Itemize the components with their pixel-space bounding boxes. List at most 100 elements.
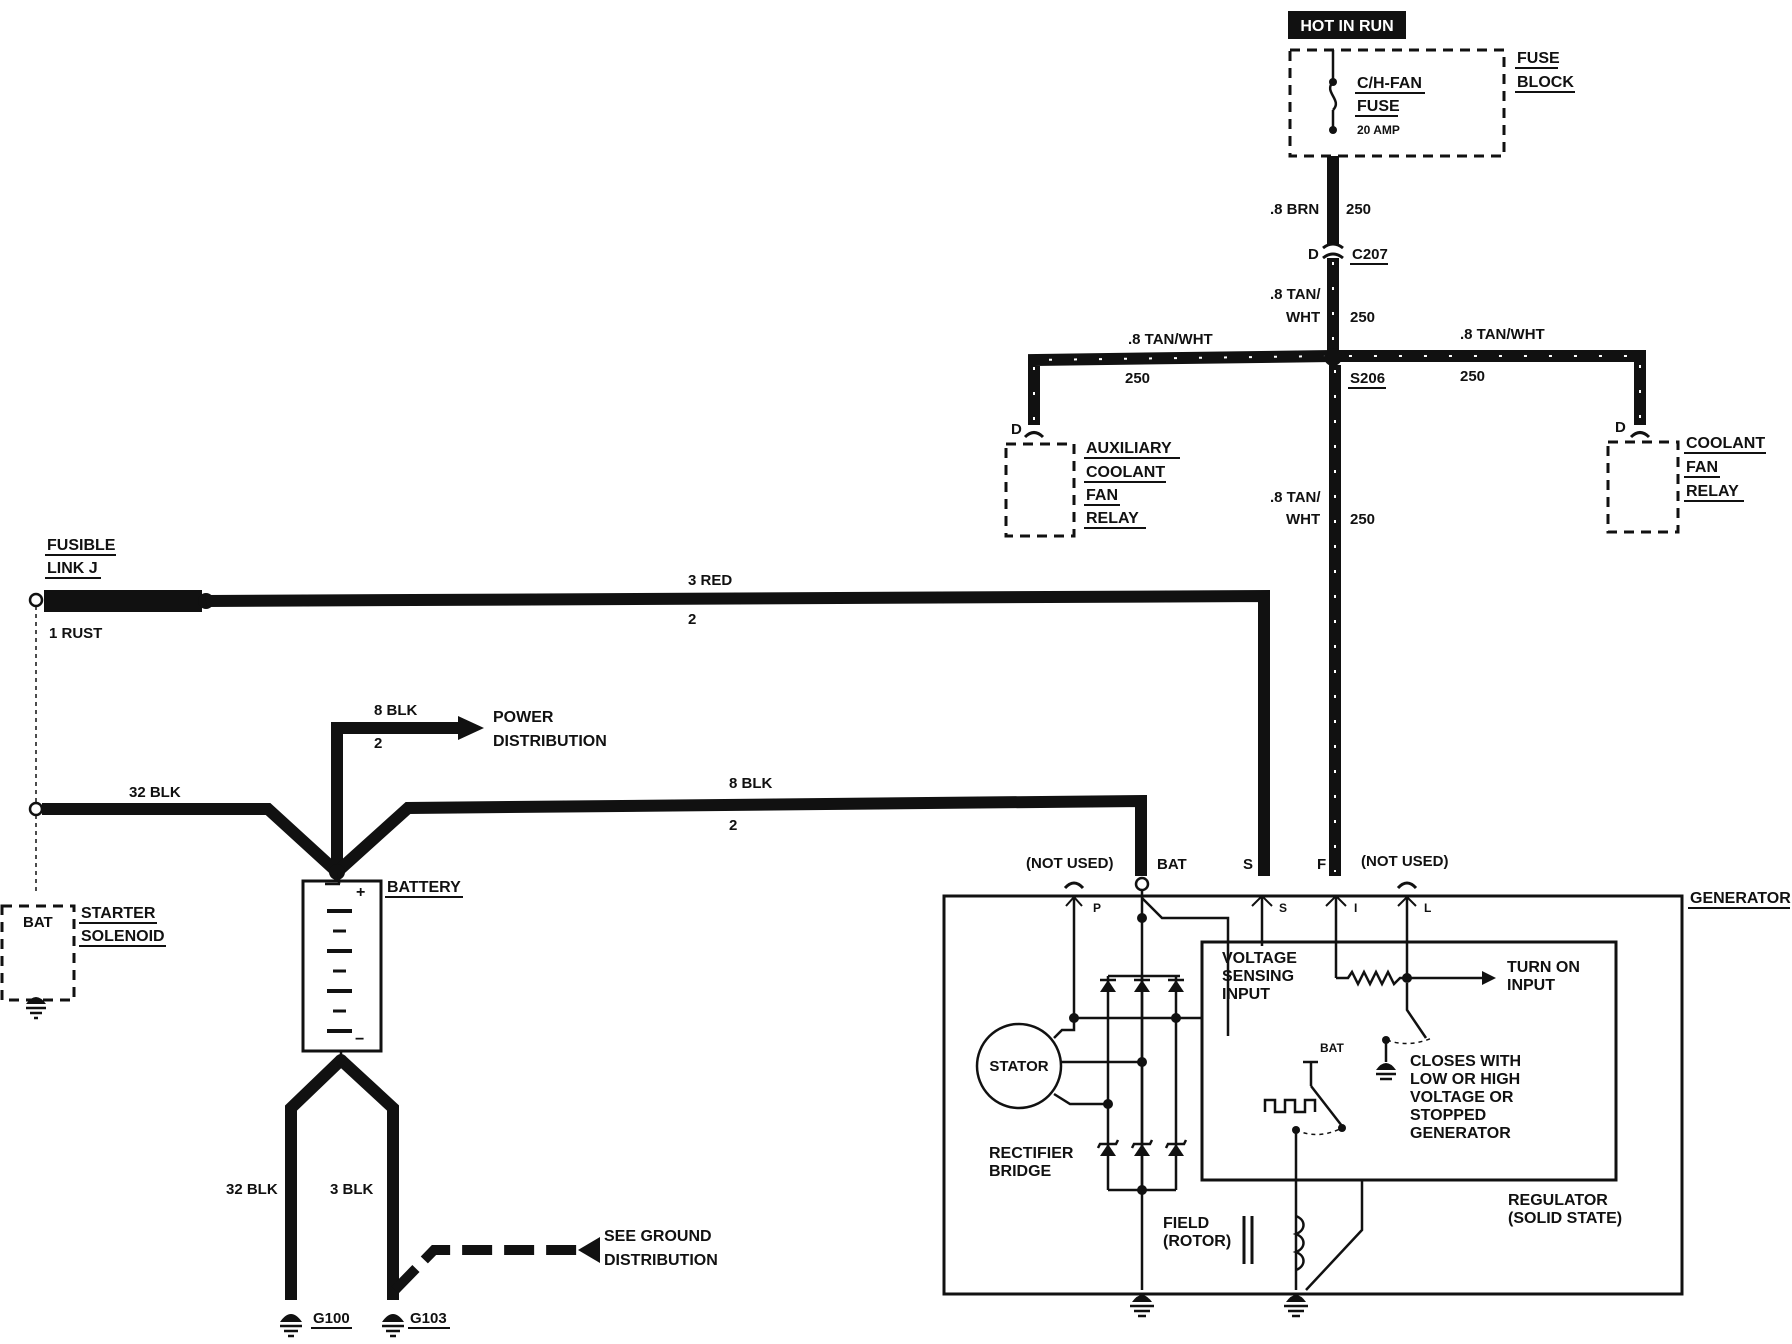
regulator-box (1200, 940, 1618, 1182)
closes-4: STOPPED (1410, 1107, 1486, 1124)
battery: + − BATTERY (301, 872, 463, 1053)
rectifier-bridge-icon (1069, 913, 1188, 1195)
generator-label: GENERATOR (1690, 890, 1791, 907)
aux-relay-3: FAN (1086, 487, 1118, 504)
wire-8blk-top: 8 BLK (374, 702, 418, 719)
wire-3blk: 3 BLK (330, 1181, 374, 1198)
aux-relay-1: AUXILIARY (1086, 440, 1172, 457)
terminal-p (1063, 881, 1085, 890)
wire-tan-2b: WHT (1286, 511, 1320, 528)
rectifier-label-1: RECTIFIER (989, 1145, 1074, 1162)
fuse-amp: 20 AMP (1357, 123, 1400, 137)
terminal-bat (1134, 876, 1150, 892)
closes-2: LOW OR HIGH (1410, 1071, 1520, 1088)
wire-8blk-mid: 8 BLK (729, 775, 773, 792)
fusible-label-1: FUSIBLE (47, 537, 116, 554)
red-wire-3 (205, 589, 1270, 876)
term-s-label: S (1243, 856, 1253, 873)
rotor-coil-icon (1292, 1214, 1305, 1272)
cool-relay-2: FAN (1686, 459, 1718, 476)
term-bat-label: BAT (1157, 856, 1187, 873)
pin-i: I (1354, 901, 1357, 915)
voltage-sensing-3: INPUT (1222, 986, 1270, 1003)
generator-ground-1 (1130, 1295, 1154, 1318)
g100-label: G100 (313, 1310, 350, 1327)
reg-bat-label: BAT (1320, 1041, 1344, 1055)
generator-ground-2 (1284, 1295, 1308, 1318)
circuit-250-b: 250 (1350, 309, 1375, 326)
rectifier-label-2: BRIDGE (989, 1163, 1052, 1180)
closes-1: CLOSES WITH (1410, 1053, 1521, 1070)
fuse-block: FUSE BLOCK C/H-FAN FUSE 20 AMP (1288, 48, 1575, 158)
pin-s: S (1279, 901, 1287, 915)
blk-wire-32-top (42, 803, 342, 877)
wire-tanwht-left: .8 TAN/WHT (1128, 331, 1213, 348)
starter-label-1: STARTER (81, 905, 156, 922)
wire-tan-1a: .8 TAN/ (1270, 286, 1321, 303)
starter-solenoid: BAT STARTER SOLENOID (0, 904, 166, 1020)
coolant-fan-relay: D COOLANT FAN RELAY (1606, 419, 1766, 534)
battery-label: BATTERY (387, 879, 461, 896)
fusible-label-2: LINK J (47, 560, 98, 577)
solenoid-bat: BAT (23, 914, 53, 931)
ground-g100: G100 (280, 1310, 352, 1338)
hot-in-run-label: HOT IN RUN (1300, 18, 1393, 35)
blk-wire-32-ground (285, 1055, 346, 1300)
circuit-250-a: 250 (1346, 201, 1371, 218)
g103-label: G103 (410, 1310, 447, 1327)
splice-s206-label: S206 (1350, 370, 1385, 387)
rust-label: 1 RUST (49, 625, 102, 642)
aux-relay-4: RELAY (1086, 510, 1139, 527)
circuit-2-c: 2 (729, 817, 737, 834)
fuse-name-1: C/H-FAN (1357, 75, 1422, 92)
ground-g103: G103 (382, 1310, 450, 1338)
battery-plus: + (356, 884, 365, 901)
blk-wire-8-power (331, 722, 460, 872)
circuit-250-right: 250 (1460, 368, 1485, 385)
generator-housing (942, 894, 1684, 1296)
wire-brn-label: .8 BRN (1270, 201, 1319, 218)
fuse-name-2: FUSE (1357, 98, 1400, 115)
field-label-1: FIELD (1163, 1215, 1209, 1232)
turn-on-2: INPUT (1507, 977, 1555, 994)
wire-tanwht-right: .8 TAN/WHT (1460, 326, 1545, 343)
stator-icon (975, 1022, 1063, 1110)
conn-d-aux: D (1011, 421, 1022, 438)
fuse-block-label-2: BLOCK (1517, 74, 1574, 91)
wire-tan-2a: .8 TAN/ (1270, 489, 1321, 506)
connector-c207: D C207 (1308, 242, 1388, 265)
field-label-2: (ROTOR) (1163, 1233, 1231, 1250)
pin-l: L (1424, 901, 1431, 915)
pin-p: P (1093, 901, 1101, 915)
stator-label: STATOR (989, 1058, 1048, 1075)
aux-relay-2: COOLANT (1086, 464, 1165, 481)
blk-wire-8-generator (332, 794, 1147, 877)
terminal-l (1396, 881, 1418, 890)
not-used-left: (NOT USED) (1026, 855, 1114, 872)
regulator-label-1: REGULATOR (1508, 1192, 1608, 1209)
battery-minus: − (355, 1031, 364, 1048)
starter-label-2: SOLENOID (81, 928, 165, 945)
circuit-2-a: 2 (688, 611, 696, 628)
closes-3: VOLTAGE OR (1410, 1089, 1514, 1106)
cool-relay-3: RELAY (1686, 483, 1739, 500)
fusible-link-j (28, 590, 214, 612)
power-dist-1: POWER (493, 709, 554, 726)
conn-d-cool: D (1615, 419, 1626, 436)
wire-32blk-bottom: 32 BLK (226, 1181, 278, 1198)
voltage-sensing-2: SENSING (1222, 968, 1294, 985)
power-dist-2: DISTRIBUTION (493, 733, 607, 750)
circuit-250-left: 250 (1125, 370, 1150, 387)
voltage-sensing-1: VOLTAGE (1222, 950, 1297, 967)
see-ground-1: SEE GROUND (604, 1228, 712, 1245)
wire-3red-label: 3 RED (688, 572, 732, 589)
hot-in-run-tag: HOT IN RUN (1288, 11, 1406, 39)
cool-relay-1: COOLANT (1686, 435, 1765, 452)
fuse-block-label-1: FUSE (1517, 50, 1560, 67)
wire-32blk-top: 32 BLK (129, 784, 181, 801)
splice-s206 (1324, 348, 1342, 366)
blk-wire-3-ground (336, 1055, 399, 1300)
conn-c207: C207 (1352, 246, 1388, 263)
ground-distribution-wire (391, 1245, 584, 1294)
wire-tan-1b: WHT (1286, 309, 1320, 326)
